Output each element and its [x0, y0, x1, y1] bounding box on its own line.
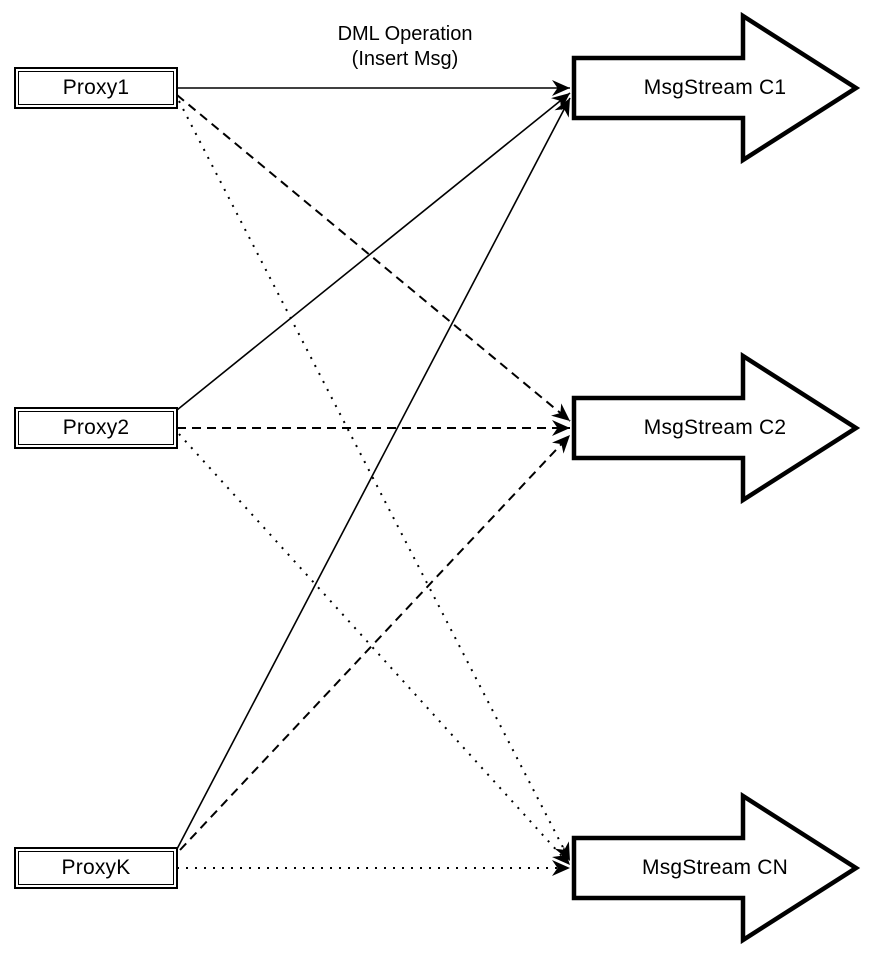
proxyk-label: ProxyK: [61, 856, 131, 879]
proxy1-node-frame: Proxy1: [18, 71, 174, 105]
proxy2-node: Proxy2: [14, 407, 178, 449]
proxy2-node-frame: Proxy2: [18, 411, 174, 445]
connection-proxy2-msgstream-c1: [176, 92, 571, 411]
msgstream-cn-arrow-shape: [571, 791, 861, 945]
stream-arrow-shapes: [571, 11, 861, 945]
connections: [176, 80, 571, 876]
connection-proxy1-msgstream-c2: [176, 94, 571, 422]
dml-operation-annotation-line2: (Insert Msg): [351, 48, 459, 70]
proxy1-label: Proxy1: [62, 76, 130, 99]
dml-operation-annotation: DML Operation (Insert Msg): [285, 22, 525, 72]
proxyk-node: ProxyK: [14, 847, 178, 889]
msgstream-c2-arrow-shape: [571, 351, 861, 505]
connection-proxyk-msgstream-c2: [179, 434, 571, 851]
connection-proxy1-msgstream-cn: [178, 100, 571, 862]
dml-operation-annotation-line1: DML Operation: [337, 23, 473, 45]
msgstream-c1-arrow-shape: [571, 11, 861, 165]
proxyk-node-frame: ProxyK: [18, 851, 174, 885]
connection-proxyk-msgstream-c1: [176, 97, 571, 850]
proxy1-node: Proxy1: [14, 67, 178, 109]
proxy2-label: Proxy2: [62, 416, 130, 439]
